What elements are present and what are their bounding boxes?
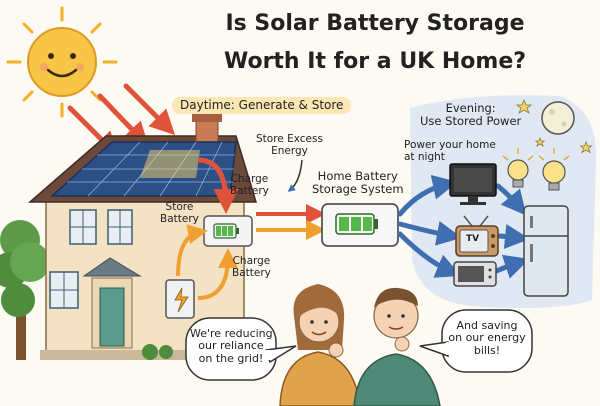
microwave-icon [453, 261, 497, 287]
power-home-line-2: at night [404, 150, 445, 163]
evening-line-2: Use Stored Power [420, 113, 522, 128]
charge-battery-top-label: Charge Battery [230, 173, 269, 198]
inverter-charge-arrow [197, 248, 238, 300]
power-home-label: Power your home at night [404, 139, 496, 164]
woman-speech-line-2: our reliance [198, 339, 264, 353]
retro-tv-icon [455, 215, 499, 257]
house [27, 114, 258, 360]
sun-icon [6, 6, 118, 118]
store-battery-line-2: Battery [160, 212, 199, 225]
charge-battery-top-line-1: Charge [230, 173, 269, 185]
solar-panel-icon [50, 141, 237, 197]
store-excess-line-1: Store Excess [256, 133, 323, 145]
panel-to-battery-arrow [197, 157, 239, 214]
charge-battery-top-line-2: Battery [230, 184, 269, 197]
inverter-to-battery-arrow [176, 224, 208, 277]
title-line-2: Worth It for a UK Home? [223, 49, 527, 74]
battery-icon [203, 215, 253, 247]
store-battery-label: Store Battery [160, 201, 199, 226]
woman-speech-line-3: on the grid! [198, 351, 264, 365]
fridge-icon [523, 205, 569, 297]
inverter-icon [165, 279, 195, 319]
tv-screen-label: TV [466, 234, 480, 244]
tree [0, 220, 50, 360]
power-home-line-1: Power your home [404, 139, 496, 151]
front-door [99, 287, 125, 347]
speech-bubble-woman [185, 317, 297, 381]
man-speech-line-2: on our energy [448, 331, 526, 345]
evening-line-1: Evening: [445, 101, 496, 115]
store-battery-line-1: Store [165, 201, 194, 213]
charge-battery-bottom-line-1: Charge [232, 255, 271, 267]
light-bulb-icon [502, 148, 570, 191]
home-battery-line-1: Home Battery [317, 169, 398, 183]
speech-bubble-man [419, 309, 533, 373]
tv-monitor-icon [449, 163, 497, 205]
charge-battery-bottom-line-2: Battery [232, 266, 271, 279]
man-speech-text: And saving on our energy bills! [446, 319, 528, 357]
star-icon [515, 98, 593, 154]
woman-character [279, 284, 361, 406]
home-battery-storage-icon [321, 203, 399, 247]
moon-icon [541, 101, 575, 135]
store-excess-label: Store Excess Energy [256, 133, 323, 158]
evening-phase-label: Evening: Use Stored Power [420, 102, 521, 128]
title-line-1: Is Solar Battery Storage [225, 11, 525, 36]
home-battery-label: Home Battery Storage System [312, 170, 404, 196]
charge-battery-bottom-label: Charge Battery [232, 255, 271, 280]
daytime-phase-badge: Daytime: Generate & Store [172, 97, 352, 115]
man-character [353, 287, 441, 406]
store-excess-line-2: Energy [271, 144, 308, 157]
woman-speech-text: We're reducing our reliance on the grid! [190, 327, 273, 365]
battery-to-storage-arrows [256, 204, 326, 240]
store-excess-pointer [287, 159, 303, 192]
home-battery-line-2: Storage System [312, 181, 404, 196]
woman-speech-line-1: We're reducing [190, 327, 273, 340]
man-speech-line-3: bills! [473, 343, 501, 357]
man-speech-line-1: And saving [456, 319, 518, 332]
